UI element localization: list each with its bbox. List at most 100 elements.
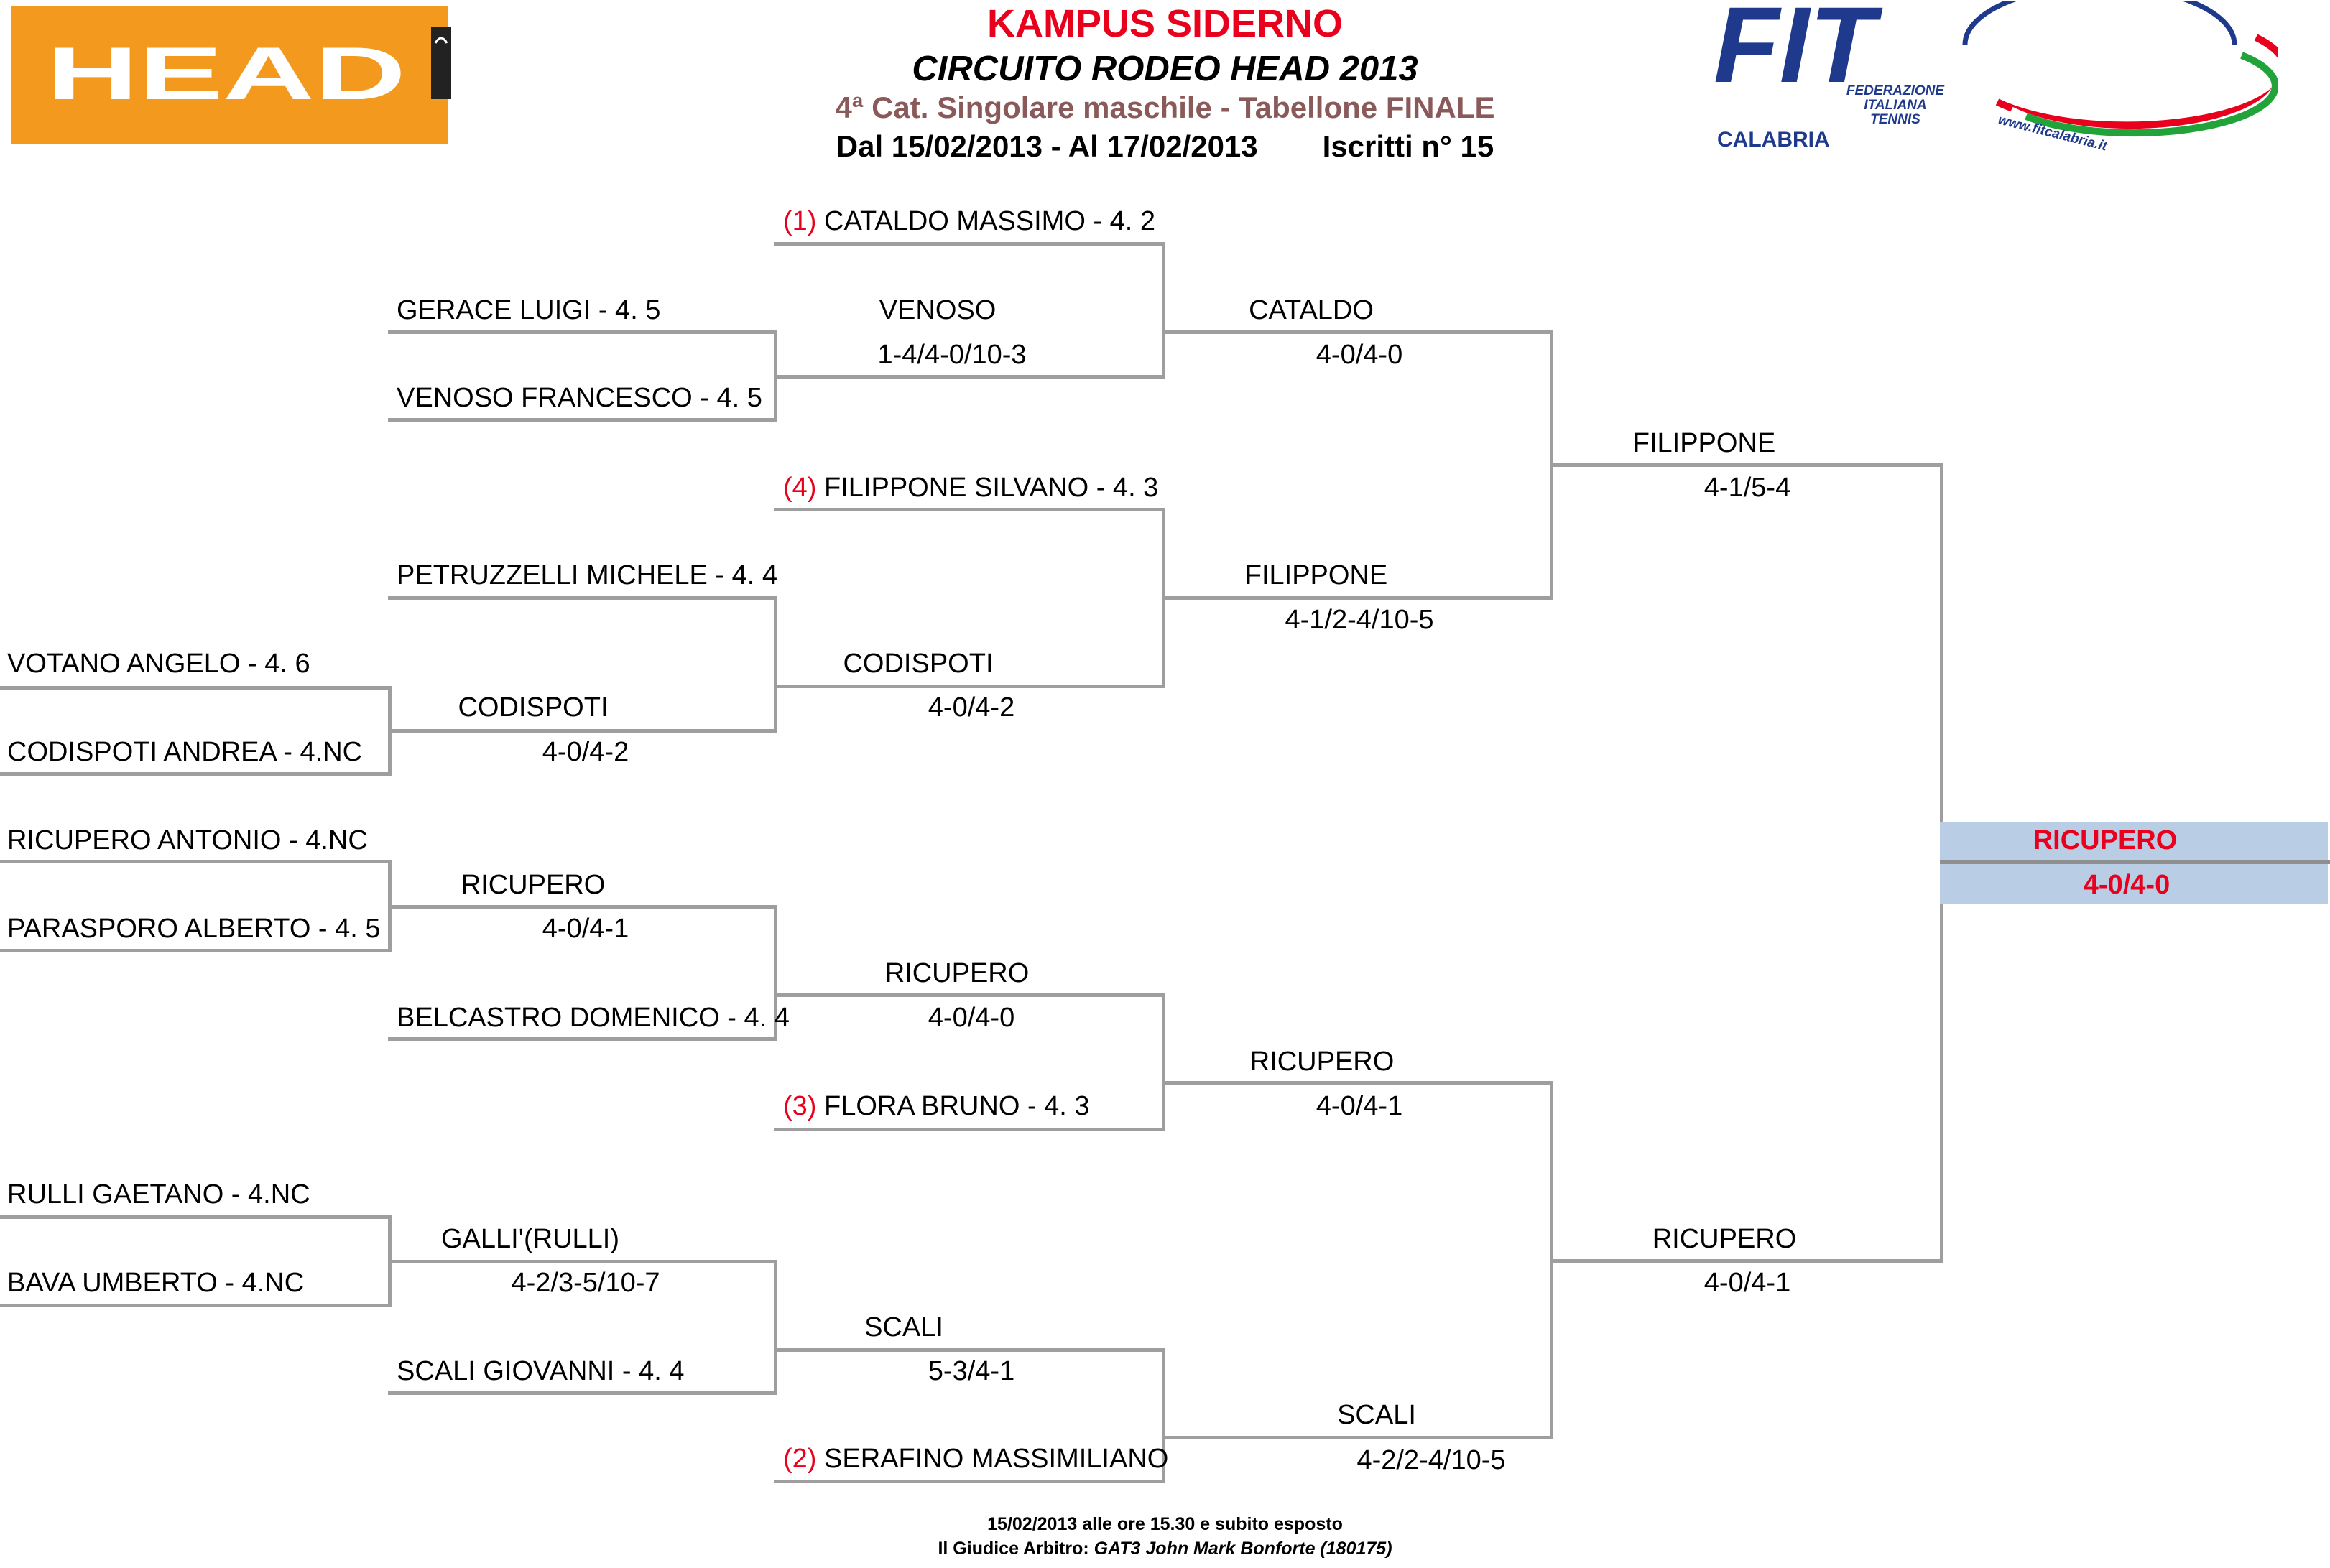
- seeded-player: (4) FILIPPONE SILVANO - 4. 3: [783, 471, 1158, 504]
- line-qf-cataldo: [1162, 330, 1553, 334]
- player-name: BAVA UMBERTO - 4.NC: [7, 1268, 305, 1298]
- line-r3-serafino: [774, 1480, 1165, 1483]
- line-r3-codispoti: [774, 685, 1165, 688]
- line-r1-rulli: [0, 1215, 392, 1219]
- fit-line-3: TENNIS: [1870, 112, 1920, 127]
- player-name: VOTANO ANGELO - 4. 6: [7, 649, 310, 679]
- match-winner: CODISPOTI: [458, 692, 609, 723]
- seeded-player: (1) CATALDO MASSIMO - 4. 2: [783, 205, 1155, 238]
- entries-count: Iscritti n° 15: [1322, 129, 1494, 163]
- line-sf-ricupero: [1550, 1259, 1943, 1263]
- match-winner: RICUPERO: [1652, 1224, 1797, 1254]
- match-score: 4-0/4-2: [928, 692, 1015, 723]
- line-r1-ricupero: [0, 860, 392, 863]
- line-r3-filippone: [774, 508, 1165, 511]
- match-score: 4-1/2-4/10-5: [1285, 605, 1434, 635]
- player-name: GERACE LUIGI - 4. 5: [397, 295, 661, 325]
- seeded-player: (3) FLORA BRUNO - 4. 3: [783, 1090, 1090, 1123]
- match-winner: CODISPOTI: [843, 649, 994, 679]
- fit-region: CALABRIA: [1717, 128, 1830, 152]
- player-name: SERAFINO MASSIMILIANO: [824, 1444, 1169, 1474]
- seed-number: (3): [783, 1091, 817, 1121]
- line-r3-scali: [774, 1348, 1165, 1352]
- line-r1-bava: [0, 1304, 392, 1307]
- match-score: 4-0/4-0: [1316, 340, 1403, 370]
- line-sf-filippone: [1550, 463, 1943, 467]
- dates-and-entries: Dal 15/02/2013 - Al 17/02/2013 Iscritti n…: [0, 129, 2330, 164]
- seeded-player: (2) SERAFINO MASSIMILIANO: [783, 1442, 1168, 1475]
- tournament-dates: Dal 15/02/2013 - Al 17/02/2013: [836, 129, 1258, 163]
- head-racket-mark-icon: [431, 27, 451, 99]
- player-name: PETRUZZELLI MICHELE - 4. 4: [397, 560, 778, 590]
- match-score: 4-0/4-1: [1703, 1268, 1791, 1298]
- player-name: RICUPERO ANTONIO - 4.NC: [7, 825, 368, 855]
- match-score: 4-0/4-1: [542, 914, 629, 944]
- match-score: 5-3/4-1: [928, 1356, 1015, 1386]
- line-r2-ricupero: [388, 905, 777, 909]
- line-r2-venoso: [388, 418, 777, 422]
- player-name: PARASPORO ALBERTO - 4. 5: [7, 914, 381, 944]
- connector-r2-d: [774, 1260, 777, 1395]
- player-name: VENOSO FRANCESCO - 4. 5: [397, 383, 762, 413]
- match-winner: RICUPERO: [884, 958, 1030, 988]
- fit-line-2: ITALIANA: [1864, 98, 1926, 113]
- line-qf-filippone: [1162, 596, 1553, 600]
- player-name: BELCASTRO DOMENICO - 4. 4: [397, 1003, 790, 1033]
- match-winner: FILIPPONE: [1244, 560, 1388, 590]
- seed-number: (4): [783, 473, 817, 503]
- player-name: SCALI GIOVANNI - 4. 4: [397, 1356, 685, 1386]
- player-name: CATALDO MASSIMO - 4. 2: [824, 206, 1156, 236]
- match-winner: SCALI: [864, 1312, 943, 1342]
- match-winner: RICUPERO: [1249, 1047, 1395, 1077]
- match-winner: GALLI'(RULLI): [440, 1224, 620, 1254]
- line-r3-venoso: [774, 375, 1165, 379]
- player-name: FILIPPONE SILVANO - 4. 3: [824, 473, 1159, 503]
- line-r3-ricupero: [774, 993, 1165, 997]
- referee-name: GAT3 John Mark Bonforte (180175): [1094, 1539, 1392, 1559]
- fit-lettering: FIT: [1714, 1, 1883, 105]
- connector-r2-b: [774, 596, 777, 733]
- head-logo: HEAD: [11, 6, 451, 144]
- fit-line-1: FEDERAZIONE: [1846, 83, 1946, 98]
- player-name: FLORA BRUNO - 4. 3: [824, 1091, 1090, 1121]
- line-r2-petruzzelli: [388, 596, 777, 600]
- seed-number: (2): [783, 1444, 817, 1474]
- connector-r3-a: [1162, 242, 1165, 379]
- match-score: 4-1/5-4: [1703, 473, 1791, 503]
- match-winner: FILIPPONE: [1632, 428, 1776, 458]
- line-r3-flora: [774, 1128, 1165, 1131]
- referee-line: Il Giudice Arbitro: GAT3 John Mark Bonfo…: [0, 1539, 2330, 1559]
- final-score: 4-0/4-0: [2083, 870, 2170, 900]
- line-r1-parasporo: [0, 949, 392, 952]
- connector-r3-d: [1162, 1348, 1165, 1483]
- draw-category: 4ª Cat. Singolare maschile - Tabellone F…: [835, 91, 1495, 124]
- connector-r2-c: [774, 905, 777, 1041]
- line-qf-scali: [1162, 1436, 1553, 1439]
- match-score: 4-0/4-0: [928, 1003, 1015, 1033]
- line-r2-scali: [388, 1391, 777, 1395]
- player-name: RULLI GAETANO - 4.NC: [7, 1179, 310, 1210]
- match-winner: VENOSO: [879, 295, 997, 325]
- head-wordmark: HEAD: [47, 43, 406, 108]
- player-name: CODISPOTI ANDREA - 4.NC: [7, 737, 363, 767]
- line-r1-codispoti: [0, 772, 392, 776]
- svg-text:HEAD: HEAD: [47, 43, 406, 108]
- tournament-circuit: CIRCUITO RODEO HEAD 2013: [912, 50, 1418, 88]
- match-winner: RICUPERO: [461, 870, 606, 900]
- connector-r3-c: [1162, 993, 1165, 1131]
- match-score: 1-4/4-0/10-3: [877, 340, 1027, 370]
- match-score: 4-2/2-4/10-5: [1356, 1445, 1506, 1475]
- posting-time: 15/02/2013 alle ore 15.30 e subito espos…: [987, 1514, 1343, 1534]
- champion-name: RICUPERO: [2033, 825, 2178, 855]
- seed-number: (1): [783, 206, 817, 236]
- line-r2-galli: [388, 1260, 777, 1263]
- match-score: 4-0/4-1: [1316, 1091, 1403, 1121]
- match-score: 4-0/4-2: [542, 737, 629, 767]
- line-r3-cataldo: [774, 242, 1165, 246]
- line-r2-belcastro: [388, 1037, 777, 1041]
- line-qf-ricupero: [1162, 1081, 1553, 1085]
- line-r1-votano: [0, 686, 392, 690]
- match-winner: SCALI: [1337, 1400, 1416, 1430]
- line-r2-codispoti: [388, 729, 777, 733]
